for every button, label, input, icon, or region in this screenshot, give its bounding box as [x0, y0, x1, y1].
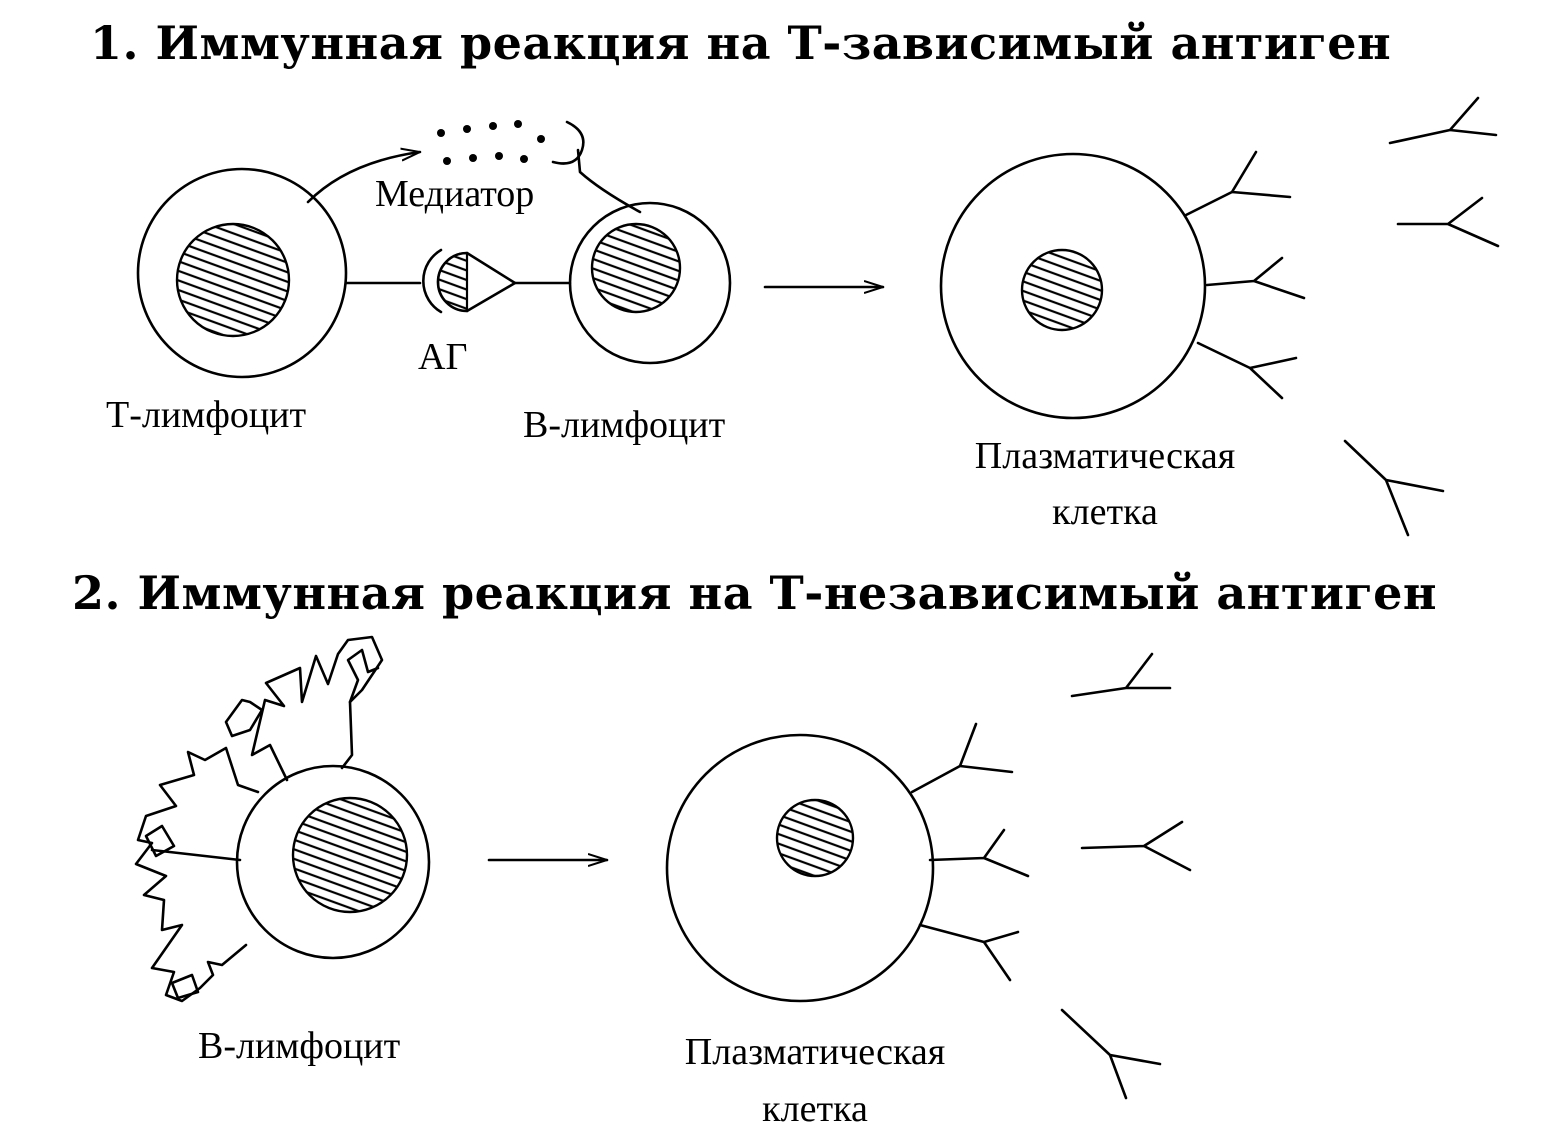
b-lymphocyte-2-label: В-лимфоцит	[198, 1025, 401, 1067]
t-lymphocyte	[136, 167, 348, 379]
plasma-cell-2-label-line1: Плазматическая	[684, 1031, 946, 1073]
t-independent-antigen	[134, 635, 384, 1003]
plasma-cell-1-label-line2: клетка	[1052, 491, 1158, 533]
t-lymphocyte-nucleus	[175, 222, 291, 338]
mediator-label: Медиатор	[375, 173, 535, 215]
plasma-cell-2-label-line2: клетка	[762, 1088, 868, 1130]
b-lymphocyte-1-nucleus	[590, 222, 682, 314]
free-antibodies-1	[1343, 96, 1500, 537]
t-lymphocyte-label: Т-лимфоцит	[106, 394, 307, 436]
mediator-b-cell-link	[576, 148, 642, 214]
b-lymphocyte-2-nucleus	[291, 796, 409, 914]
antigen-complex	[422, 248, 517, 314]
plasma-cell-1-nucleus	[1020, 248, 1104, 332]
plasma-cell-2-antibodies	[910, 722, 1030, 982]
b-lymphocyte-2	[235, 764, 431, 960]
plasma-cell-1	[939, 152, 1207, 420]
free-antibodies-2	[1060, 652, 1192, 1100]
antigen-label: АГ	[418, 336, 468, 378]
b-lymphocyte-1-label: В-лимфоцит	[523, 404, 726, 446]
mediator-arrow	[306, 152, 420, 204]
b-lymphocyte-1	[568, 201, 732, 365]
section-2-title: 2. Иммунная реакция на Т-независимый ант…	[72, 566, 1438, 620]
plasma-cell-2	[665, 733, 935, 1003]
plasma-cell-1-antibodies	[1184, 150, 1306, 400]
plasma-cell-2-nucleus	[775, 798, 855, 878]
section-1-title: 1. Иммунная реакция на Т-зависимый антиг…	[90, 16, 1392, 70]
plasma-cell-1-label-line1: Плазматическая	[974, 435, 1236, 477]
mediator-particles	[437, 120, 585, 165]
